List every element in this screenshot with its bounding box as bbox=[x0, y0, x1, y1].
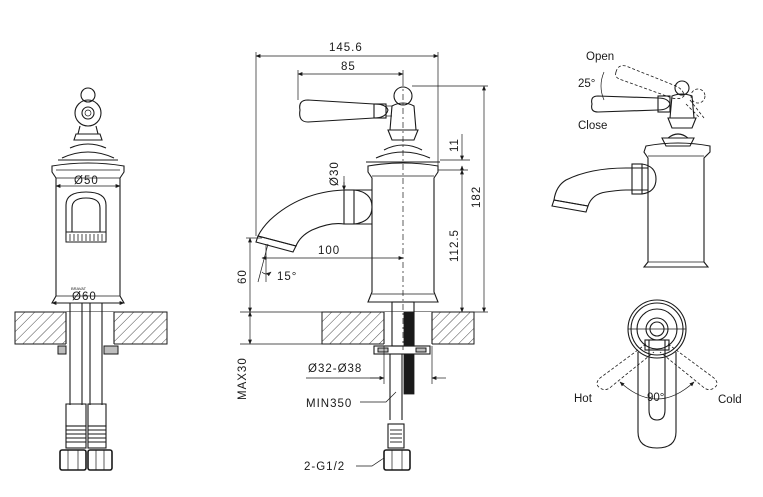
front-hose-nut-left bbox=[59, 449, 87, 471]
side-handle-lever bbox=[299, 99, 389, 123]
side-hose-nut bbox=[383, 449, 411, 471]
motion-angle-arc bbox=[600, 71, 605, 101]
top-spout bbox=[637, 352, 677, 449]
top-hot-label: Hot bbox=[574, 393, 593, 405]
dim-hole-diameter: Ø32-Ø38 bbox=[308, 363, 362, 375]
top-view: Hot 90° Cold bbox=[574, 299, 742, 449]
front-dim-diameter-50: Ø50 bbox=[74, 175, 99, 187]
motion-handle-open bbox=[615, 65, 685, 100]
handle-motion-view: Open 25° Close bbox=[551, 51, 711, 268]
top-handle-hot-position bbox=[596, 343, 655, 390]
front-knob-inner bbox=[81, 106, 95, 120]
dim-spout-clearance: 60 bbox=[237, 269, 249, 284]
front-hose-nut-right bbox=[87, 449, 113, 471]
motion-angle-label: 25° bbox=[578, 78, 595, 90]
dim-top-offset: 11 bbox=[449, 138, 461, 152]
front-knob-ring bbox=[74, 99, 102, 127]
dim-spout-angle: 15° bbox=[277, 271, 297, 283]
side-view: 145.6 85 182 11 112.5 Ø30 100 60 bbox=[237, 42, 488, 473]
motion-open-label: Open bbox=[586, 51, 614, 63]
front-spout-opening bbox=[65, 191, 107, 240]
front-body bbox=[51, 162, 125, 304]
side-spout bbox=[257, 189, 372, 247]
front-brand-mark: BRAVAT bbox=[71, 286, 87, 291]
dim-min-hose: MIN350 bbox=[306, 398, 352, 410]
front-knob-top bbox=[80, 87, 96, 103]
top-angle-label: 90° bbox=[647, 392, 664, 404]
top-cold-label: Cold bbox=[718, 394, 742, 406]
motion-spout bbox=[553, 167, 648, 207]
dim-body-height: 112.5 bbox=[449, 229, 461, 262]
dim-overall-width: 145.6 bbox=[329, 42, 363, 54]
motion-body bbox=[642, 142, 711, 268]
dim-total-height: 182 bbox=[471, 186, 483, 208]
motion-close-label: Close bbox=[578, 120, 607, 132]
top-handle-cold-position bbox=[659, 343, 718, 390]
top-angle-arc bbox=[619, 381, 695, 400]
dim-connection: 2-G1/2 bbox=[304, 461, 345, 473]
dim-spout-diameter: Ø30 bbox=[329, 161, 341, 186]
side-cap bbox=[393, 86, 413, 106]
front-view: BRAVAT Ø50 Ø60 bbox=[14, 87, 168, 471]
top-handle bbox=[648, 339, 666, 421]
front-dim-diameter-60: Ø60 bbox=[72, 291, 97, 303]
dim-max-thickness: MAX30 bbox=[237, 357, 249, 400]
dim-spout-reach: 100 bbox=[318, 245, 340, 257]
dim-handle-length: 85 bbox=[341, 61, 356, 73]
